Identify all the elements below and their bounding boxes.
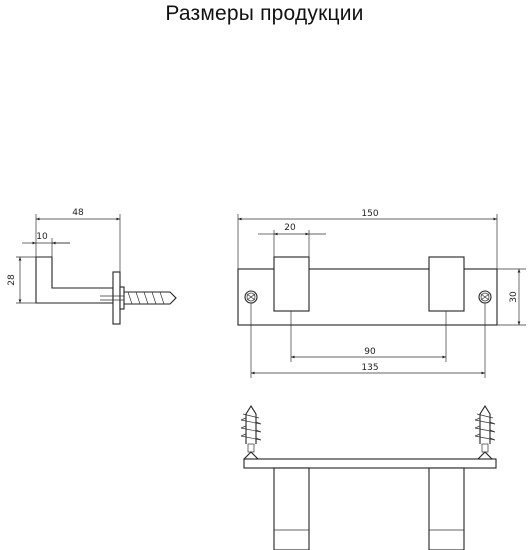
- dim-label-30: 30: [509, 291, 519, 303]
- dim-30: 30: [497, 268, 526, 326]
- dim-20: 20: [258, 223, 326, 257]
- top-view: [240, 404, 497, 550]
- wall-anchor-icon: [474, 404, 496, 460]
- dim-label-150: 150: [361, 209, 378, 219]
- dim-135: 135: [250, 303, 486, 378]
- side-view: 48 10 28: [7, 208, 177, 325]
- base-plate: [237, 268, 498, 326]
- dim-48: 48: [35, 208, 121, 272]
- screw-head-icon: [478, 290, 492, 304]
- hook-left: [273, 256, 310, 312]
- screw-head-icon: [119, 286, 125, 310]
- dim-90: 90: [290, 311, 447, 362]
- dim-label-90: 90: [364, 347, 376, 357]
- mounting-plate: [112, 271, 121, 325]
- wall-anchor-icon: [240, 404, 262, 460]
- dim-10: 10: [22, 232, 70, 257]
- screw-head-icon: [244, 290, 258, 304]
- top-hook-right: [428, 467, 465, 550]
- dim-label-20: 20: [284, 223, 296, 233]
- top-hook-left: [273, 467, 310, 550]
- top-plate: [243, 458, 497, 469]
- dim-label-135: 135: [361, 363, 378, 373]
- wall-anchor-icon: [100, 291, 177, 305]
- dim-label-10: 10: [36, 232, 48, 242]
- hook-right: [428, 256, 465, 312]
- dim-label-28: 28: [7, 274, 17, 286]
- dim-150: 150: [237, 209, 498, 269]
- dim-label-48: 48: [72, 208, 84, 218]
- page-title: Размеры продукции: [165, 2, 364, 25]
- dim-28: 28: [7, 256, 36, 304]
- front-view: 150 20 30 90 135: [237, 209, 526, 378]
